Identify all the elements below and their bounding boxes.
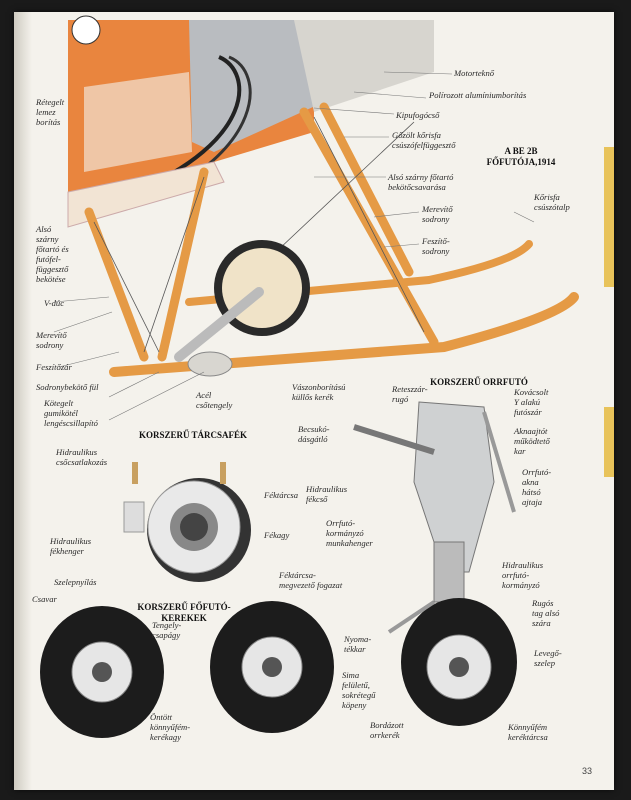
label-alloy-wheel: Könnyűfém keréktárcsa — [508, 722, 548, 742]
label-valve-hole: Szelepnyílás — [54, 577, 97, 587]
heading-nose-gear: KORSZERŰ ORRFUTÓ — [430, 377, 528, 387]
landing-gear-illustration — [40, 15, 579, 738]
ash-skid — [185, 240, 533, 306]
label-ash-skid: Kőrisfa csúszótalp — [534, 192, 570, 212]
label-spar-bolting: Alsó szárny főtartó bekötőcsavarása — [388, 172, 454, 192]
label-brake-cylinder: Hidraulikus fékhenger — [50, 536, 92, 556]
label-plywood: Rétegelt lemez borítás — [36, 97, 65, 127]
label-torque-link: Nyoma- tékkar — [344, 634, 372, 654]
label-ribbed-nose-wheel: Bordázott orrkerék — [370, 720, 404, 740]
nose-gear — [353, 401, 517, 726]
label-steamed-ash: Gőzölt kőrisfa csúszófelfüggesztő — [392, 130, 456, 150]
lower-wing — [67, 161, 225, 228]
page-number: 33 — [581, 766, 592, 776]
ash-skid — [109, 292, 579, 377]
label-wire-lug: Sodronybekötő fül — [36, 382, 99, 392]
disc-brake — [123, 462, 251, 582]
label-hydraulic-steering: Hidraulikus orrfutó- kormányzó — [502, 560, 544, 590]
main-wheel-left — [40, 606, 164, 738]
heading-main-wheels: KORSZERŰ FŐFUTÓ- KEREKEK — [137, 602, 231, 623]
label-latch-spring: Reteszzár- rugó — [392, 384, 428, 404]
label-v-strut: V-dúc — [44, 298, 65, 308]
plywood-panel — [84, 72, 192, 172]
label-turnbuckle: Feszítőzár — [36, 362, 72, 372]
label-cast-hub: Öntött könnyűfém- kerékagy — [150, 712, 191, 742]
page-spine-shadow — [14, 12, 32, 790]
label-retraction-damper: Becsukó- dásgátló — [298, 424, 330, 444]
label-rear-door: Orrfutó- akna hátsó ajtaja — [522, 467, 552, 507]
bungee-shock-absorber — [187, 351, 233, 377]
engine-pan — [294, 20, 434, 112]
label-lower-wing-spar: Alsó szárny főtartó és futófel- függeszt… — [36, 224, 69, 284]
heading-disc-brakes: KORSZERŰ TÁRCSAFÉK — [138, 430, 248, 440]
label-brake-disc: Féktárcsa — [264, 490, 299, 500]
label-air-valve: Levegő- szelep — [534, 648, 562, 668]
label-bracing-wire: Merevítő sodrony — [36, 330, 67, 350]
label-spoked-wheel: Vászonborítású küllős kerék — [292, 382, 346, 402]
label-brake-disc-teeth: Féktárcsa- megvezető fogazat — [279, 570, 343, 590]
label-hydraulic-brake-line: Hidraulikus fékcső — [306, 484, 348, 504]
color-tab — [604, 147, 614, 287]
book-page: A BE 2B FŐFUTÓJA,1914 KORSZERŰ TÁRCSAFÉK… — [14, 12, 614, 790]
main-title: A BE 2B FŐFUTÓJA,1914 — [486, 146, 556, 167]
label-hydraulic-connection: Hidraulikus csőcsatlakozás — [56, 447, 108, 467]
label-steel-axle: Acél csőtengely — [196, 390, 233, 410]
v-strut — [157, 167, 209, 362]
rear-strut — [319, 102, 414, 277]
rear-strut — [299, 107, 439, 347]
main-wheel-center — [210, 601, 334, 733]
label-door-actuator: Aknaajtót működtető kar — [514, 426, 550, 456]
aluminium-cowling — [189, 20, 324, 152]
label-steering-actuator: Orrfutó- kormányzó munkahenger — [326, 518, 373, 548]
label-brake-hub: Fékagy — [264, 530, 290, 540]
label-tension-wire: Feszítő- sodrony — [422, 236, 450, 256]
steel-axle — [174, 287, 264, 362]
v-strut — [84, 207, 149, 362]
label-engine-pan: Motorteknő — [454, 68, 495, 78]
label-forged-y-leg: Kovácsolt Y alakú futószár — [514, 387, 549, 417]
color-tab — [604, 407, 614, 477]
roundel — [71, 15, 101, 45]
label-exhaust: Kipufogócső — [396, 110, 440, 120]
label-axle-bearing: Tengely- csapágy — [152, 620, 182, 640]
label-bolt: Csavar — [32, 594, 57, 604]
label-smooth-tyre: Sima felületű, sokrétegű köpeny — [342, 670, 376, 710]
label-bungee: Kötegelt gumikötél lengéscsillapító — [44, 398, 98, 428]
label-polished-aluminium: Polírozott alumíniumborítás — [429, 90, 527, 100]
label-bracing-wire-right: Merevítő sodrony — [422, 204, 453, 224]
label-shock-strut: Rugós tag alsó szára — [532, 598, 560, 628]
